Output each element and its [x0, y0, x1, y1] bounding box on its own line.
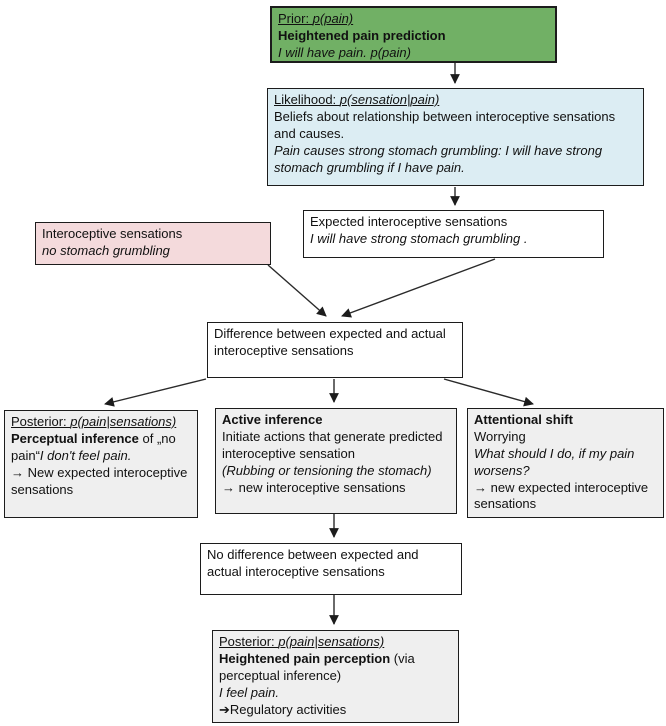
likelihood-body: Beliefs about relationship between inter… — [274, 108, 619, 141]
arrow-difference-to-attentional — [443, 378, 534, 407]
expected-example: I will have strong stomach grumbling . — [310, 230, 528, 246]
active-example: (Rubbing or tensioning the stomach) — [222, 462, 432, 478]
posterior-bottom-consequence: ➔Regulatory activities — [219, 701, 347, 717]
expected-body: Expected interoceptive sensations — [310, 214, 508, 229]
expected-sensations-box: Expected interoceptive sensations I will… — [303, 210, 604, 258]
active-inference-box: Active inference Initiate actions that g… — [215, 408, 457, 514]
likelihood-box: Likelihood: p(sensation|pain) Beliefs ab… — [267, 88, 644, 186]
arrow-expected-to-difference — [341, 258, 496, 318]
attentional-body: Worrying — [474, 428, 526, 444]
attentional-shift-box: Attentional shift Worrying What should I… — [467, 408, 664, 518]
posterior-bottom-example: I feel pain. — [219, 684, 279, 700]
posterior-perceptual-inference-box: Posterior: p(pain|sensations) Perceptual… — [4, 410, 198, 518]
difference-box: Difference between expected and actual i… — [207, 322, 463, 378]
arrow-interoceptive-to-difference — [267, 264, 327, 317]
active-body: Initiate actions that generate predicted… — [222, 428, 447, 461]
attentional-consequence: → new expected interoceptive sensations — [474, 479, 652, 512]
attentional-example: What should I do, if my pain worsens? — [474, 445, 639, 478]
posterior-left-body: Perceptual inference of „no pain“I don't… — [11, 430, 180, 463]
posterior-left-title: Posterior: p(pain|sensations) — [11, 414, 177, 429]
likelihood-title: Likelihood: p(sensation|pain) — [274, 92, 440, 107]
active-title: Active inference — [222, 412, 323, 427]
posterior-pain-perception-box: Posterior: p(pain|sensations) Heightened… — [212, 630, 459, 723]
likelihood-example: Pain causes strong stomach grumbling: I … — [274, 142, 606, 175]
arrow-difference-to-posterior-left — [104, 378, 207, 407]
posterior-bottom-body: Heightened pain perception (via perceptu… — [219, 650, 419, 683]
prior-bold-line: Heightened pain prediction — [278, 27, 446, 43]
difference-text: Difference between expected and actual i… — [214, 326, 450, 358]
no-difference-box: No difference between expected and actua… — [200, 543, 462, 595]
prior-box: Prior: p(pain) Heightened pain predictio… — [270, 6, 557, 63]
interoceptive-sensations-box: Interoceptive sensations no stomach grum… — [35, 222, 271, 265]
posterior-left-consequence: → New expected interoceptive sensations — [11, 464, 191, 497]
interoceptive-body: Interoceptive sensations — [42, 226, 183, 241]
no-difference-text: No difference between expected and actua… — [207, 547, 423, 579]
active-consequence: → new interoceptive sensations — [222, 479, 406, 495]
prior-title: Prior: p(pain) — [278, 11, 354, 26]
posterior-bottom-title: Posterior: p(pain|sensations) — [219, 634, 385, 649]
attentional-title: Attentional shift — [474, 412, 573, 427]
prior-italic-line: I will have pain. p(pain) — [278, 44, 411, 60]
interoceptive-example: no stomach grumbling — [42, 242, 170, 258]
